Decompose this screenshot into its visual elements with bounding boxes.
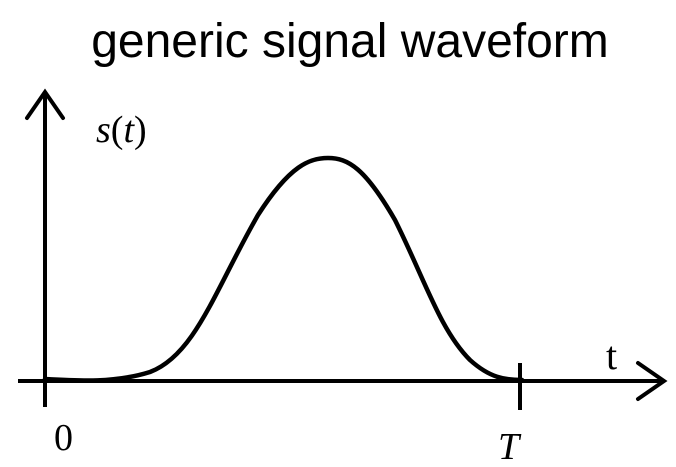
y-label-close: ): [134, 109, 147, 151]
y-label-open: (: [111, 109, 124, 151]
y-label-var: t: [123, 109, 135, 151]
tick-label-origin: 0: [54, 417, 73, 459]
diagram-title: generic signal waveform: [91, 15, 609, 68]
y-axis-arrowhead: [25, 88, 65, 120]
waveform-curve: [42, 155, 525, 383]
tick-label-end: T: [498, 426, 522, 467]
x-axis-arrowhead: [636, 361, 668, 401]
y-label-func: s: [96, 109, 111, 151]
x-axis-label: t: [606, 333, 617, 378]
y-axis-label: s(t): [96, 109, 147, 151]
